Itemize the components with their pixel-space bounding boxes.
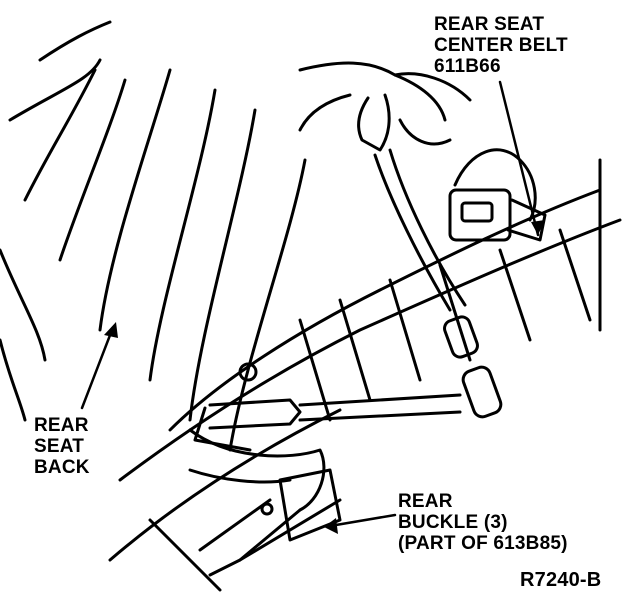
label-rear-seat-back: REAR SEAT BACK xyxy=(34,415,90,478)
label-line: 611B66 xyxy=(434,56,501,77)
seat-back-folds xyxy=(0,20,307,452)
figure-id: R7240-B xyxy=(520,569,602,591)
center-belt-buckle xyxy=(448,148,547,242)
leader-lines xyxy=(80,80,540,528)
arrowhead-buckle xyxy=(324,518,338,534)
label-line: REAR SEAT xyxy=(434,14,545,35)
label-line: CENTER BELT xyxy=(434,35,568,56)
label-line: (PART OF 613B85) xyxy=(398,533,568,554)
label-line: BUCKLE (3) xyxy=(398,512,508,533)
label-line: SEAT xyxy=(34,436,85,457)
arrowhead-center-belt xyxy=(531,220,545,235)
label-line: BACK xyxy=(34,457,90,478)
arrowhead-seat-back xyxy=(104,322,118,338)
hand-top xyxy=(298,61,472,146)
anchor-strap xyxy=(357,93,503,419)
label-line: REAR xyxy=(398,491,453,512)
label-rear-buckle: REAR BUCKLE (3) (PART OF 613B85) xyxy=(398,491,568,554)
label-line: REAR xyxy=(34,415,89,436)
label-rear-seat-center-belt: REAR SEAT CENTER BELT 611B66 xyxy=(434,14,568,77)
rear-buckle-assembly xyxy=(188,362,342,577)
socket-wrench xyxy=(193,393,462,452)
